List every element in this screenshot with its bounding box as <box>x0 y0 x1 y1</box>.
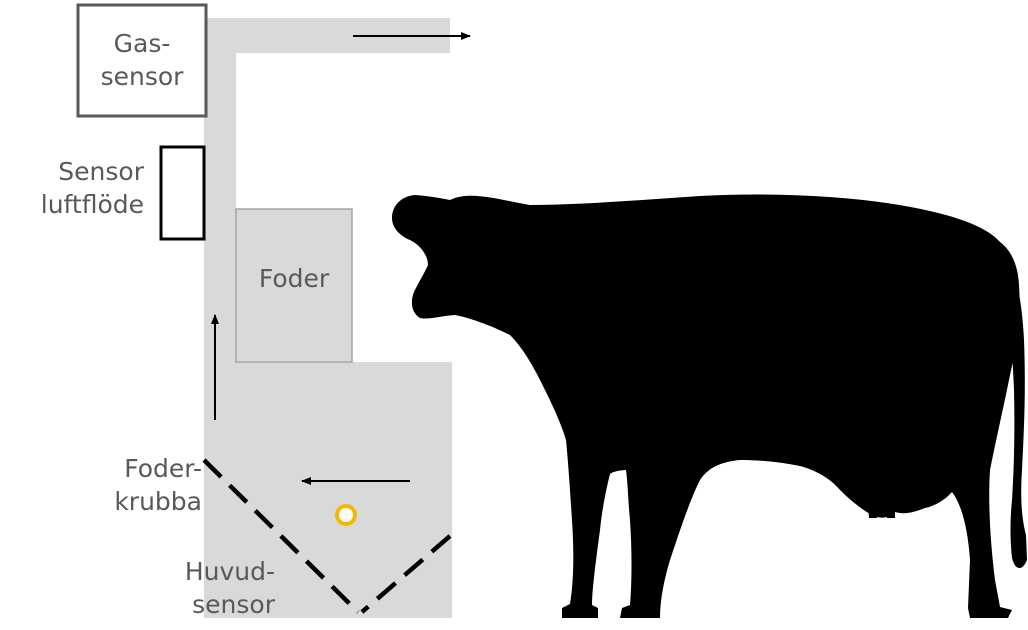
feed-label-text: Foder <box>258 264 330 293</box>
cow-silhouette-icon <box>392 194 1027 618</box>
ring-icon <box>335 504 357 526</box>
gas-sensor-box <box>76 3 208 118</box>
feed-box <box>235 208 353 363</box>
head-sensor-label: Huvud- sensor <box>120 555 275 621</box>
feed-trough-right-edge <box>360 534 452 614</box>
head-sensor-label-line2: sensor <box>192 590 275 619</box>
gas-sensor-label-line2: sensor <box>100 62 184 91</box>
feed-trough-label-line1: Foder- <box>124 454 202 483</box>
feed-trough-label-line2: krubba <box>114 487 202 516</box>
air-duct <box>204 18 452 618</box>
airflow-sensor-label-line1: Sensor <box>58 157 144 186</box>
airflow-sensor-label: Sensor luftflöde <box>4 155 144 221</box>
feed-trough-label: Foder- krubba <box>60 452 202 518</box>
gas-sensor-label-line1: Gas- <box>113 29 171 58</box>
feed-trough-left-edge <box>202 458 360 614</box>
airflow-sensor-label-line2: luftflöde <box>40 190 144 219</box>
gas-sensor-label: Gas- sensor <box>80 27 204 93</box>
feed-label: Foder <box>236 262 352 295</box>
head-sensor-label-line1: Huvud- <box>184 557 275 586</box>
airflow-sensor-box <box>159 145 206 241</box>
